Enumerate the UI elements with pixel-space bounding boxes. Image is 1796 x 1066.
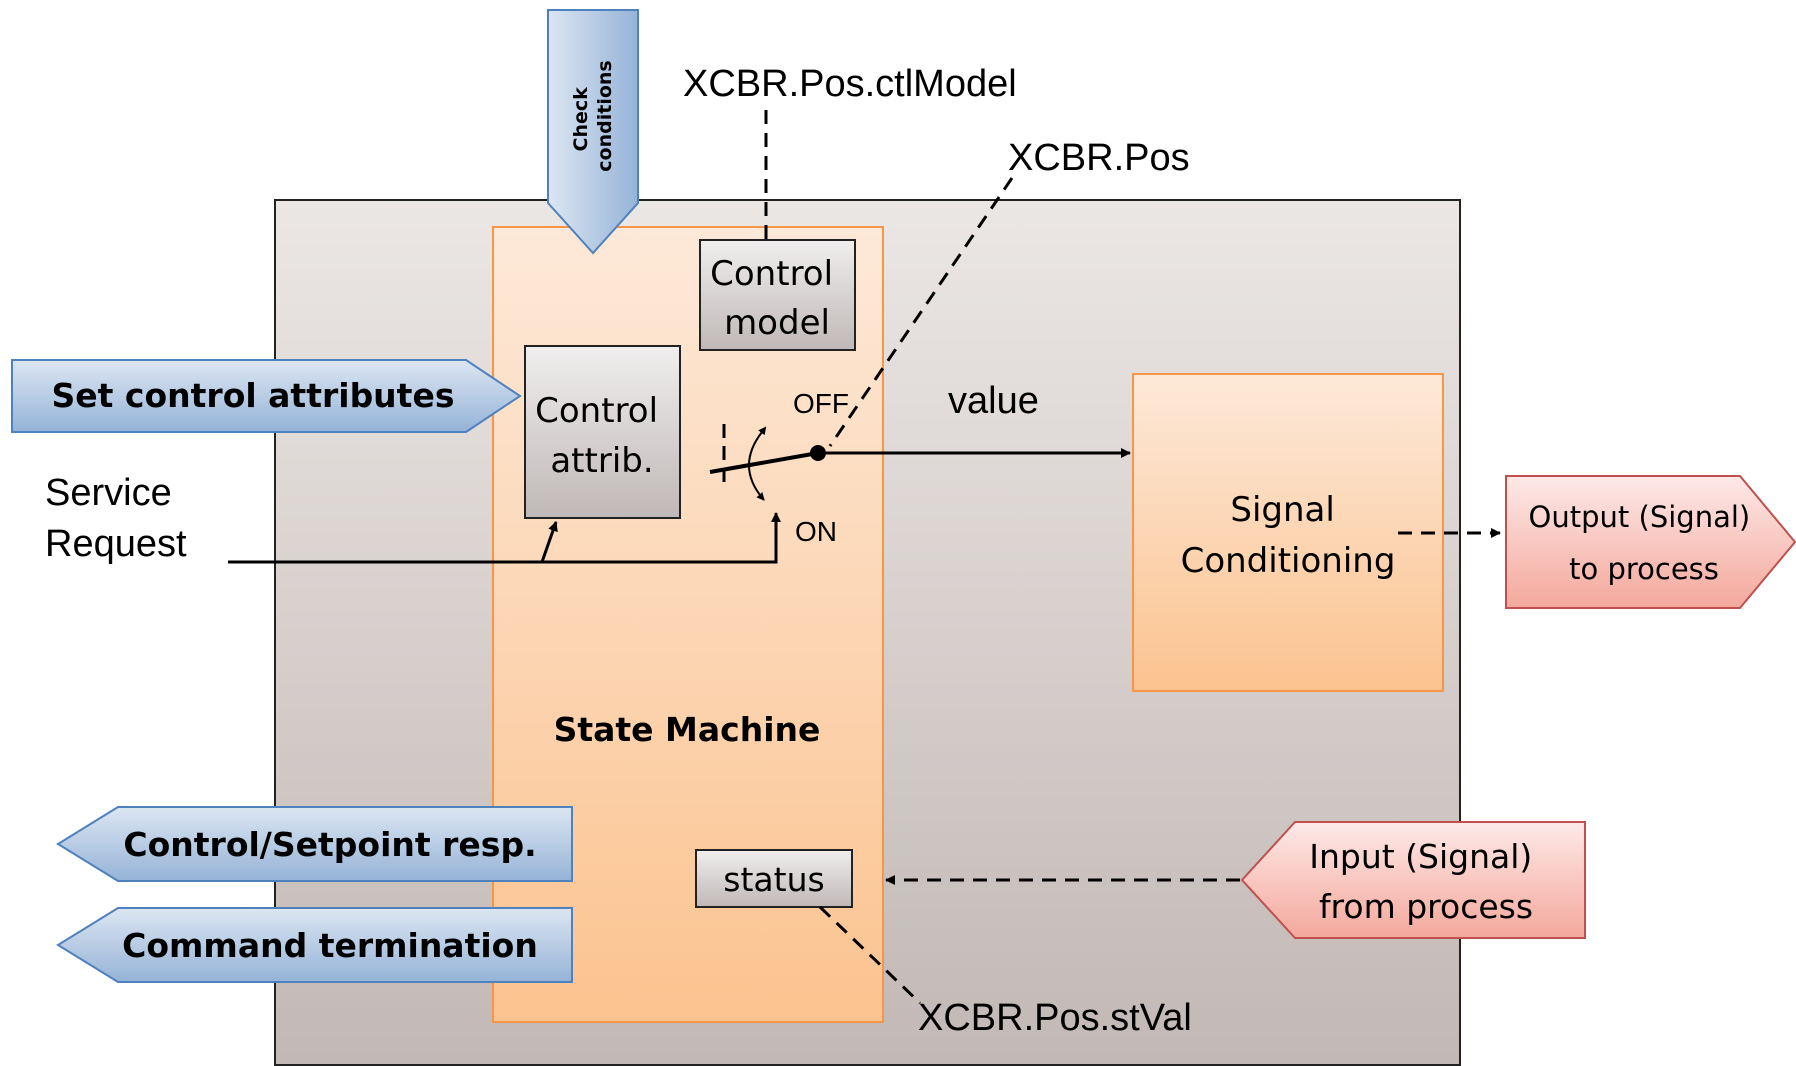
input-signal-label: Input (Signal) from process xyxy=(1309,837,1543,926)
on-label: ON xyxy=(795,516,837,547)
set-control-attributes-arrow xyxy=(11,359,522,433)
set-control-attributes-label: Set control attributes xyxy=(52,376,455,415)
service-request-line xyxy=(228,512,781,564)
control-setpoint-resp-arrow xyxy=(56,806,573,882)
pos-reference: XCBR.Pos xyxy=(1008,137,1190,179)
check-conditions-arrow xyxy=(547,9,639,255)
service-request-branch xyxy=(540,521,558,563)
value-label: value xyxy=(948,380,1039,422)
stval-link xyxy=(818,905,922,1005)
control-model-label: Control model xyxy=(710,254,844,343)
off-label: OFF xyxy=(793,388,849,419)
control-attrib-label: Control attrib. xyxy=(535,391,669,481)
input-signal-arrow xyxy=(1240,821,1586,939)
command-termination-label: Command termination xyxy=(122,926,538,965)
signal-conditioning-label: Signal Conditioning xyxy=(1181,490,1396,581)
status-label: status xyxy=(723,860,824,899)
switch-toggle-arc xyxy=(748,426,767,501)
switch-pivot xyxy=(810,445,826,461)
status-box xyxy=(695,849,853,908)
control-attrib-box xyxy=(524,345,681,519)
stval-reference: XCBR.Pos.stVal xyxy=(918,997,1192,1039)
pos-link xyxy=(828,177,1014,447)
ctlmodel-reference: XCBR.Pos.ctlModel xyxy=(683,63,1017,105)
output-signal-arrow xyxy=(1505,475,1796,609)
service-request-label: Service Request xyxy=(45,472,187,565)
control-model-box xyxy=(699,239,856,351)
check-conditions-label: Check conditions xyxy=(570,60,616,171)
control-setpoint-resp-label: Control/Setpoint resp. xyxy=(123,825,536,864)
output-signal-label: Output (Signal) to process xyxy=(1529,500,1760,586)
signal-conditioning-box xyxy=(1132,373,1444,692)
state-machine-label: State Machine xyxy=(554,710,821,749)
command-termination-arrow xyxy=(56,907,573,983)
